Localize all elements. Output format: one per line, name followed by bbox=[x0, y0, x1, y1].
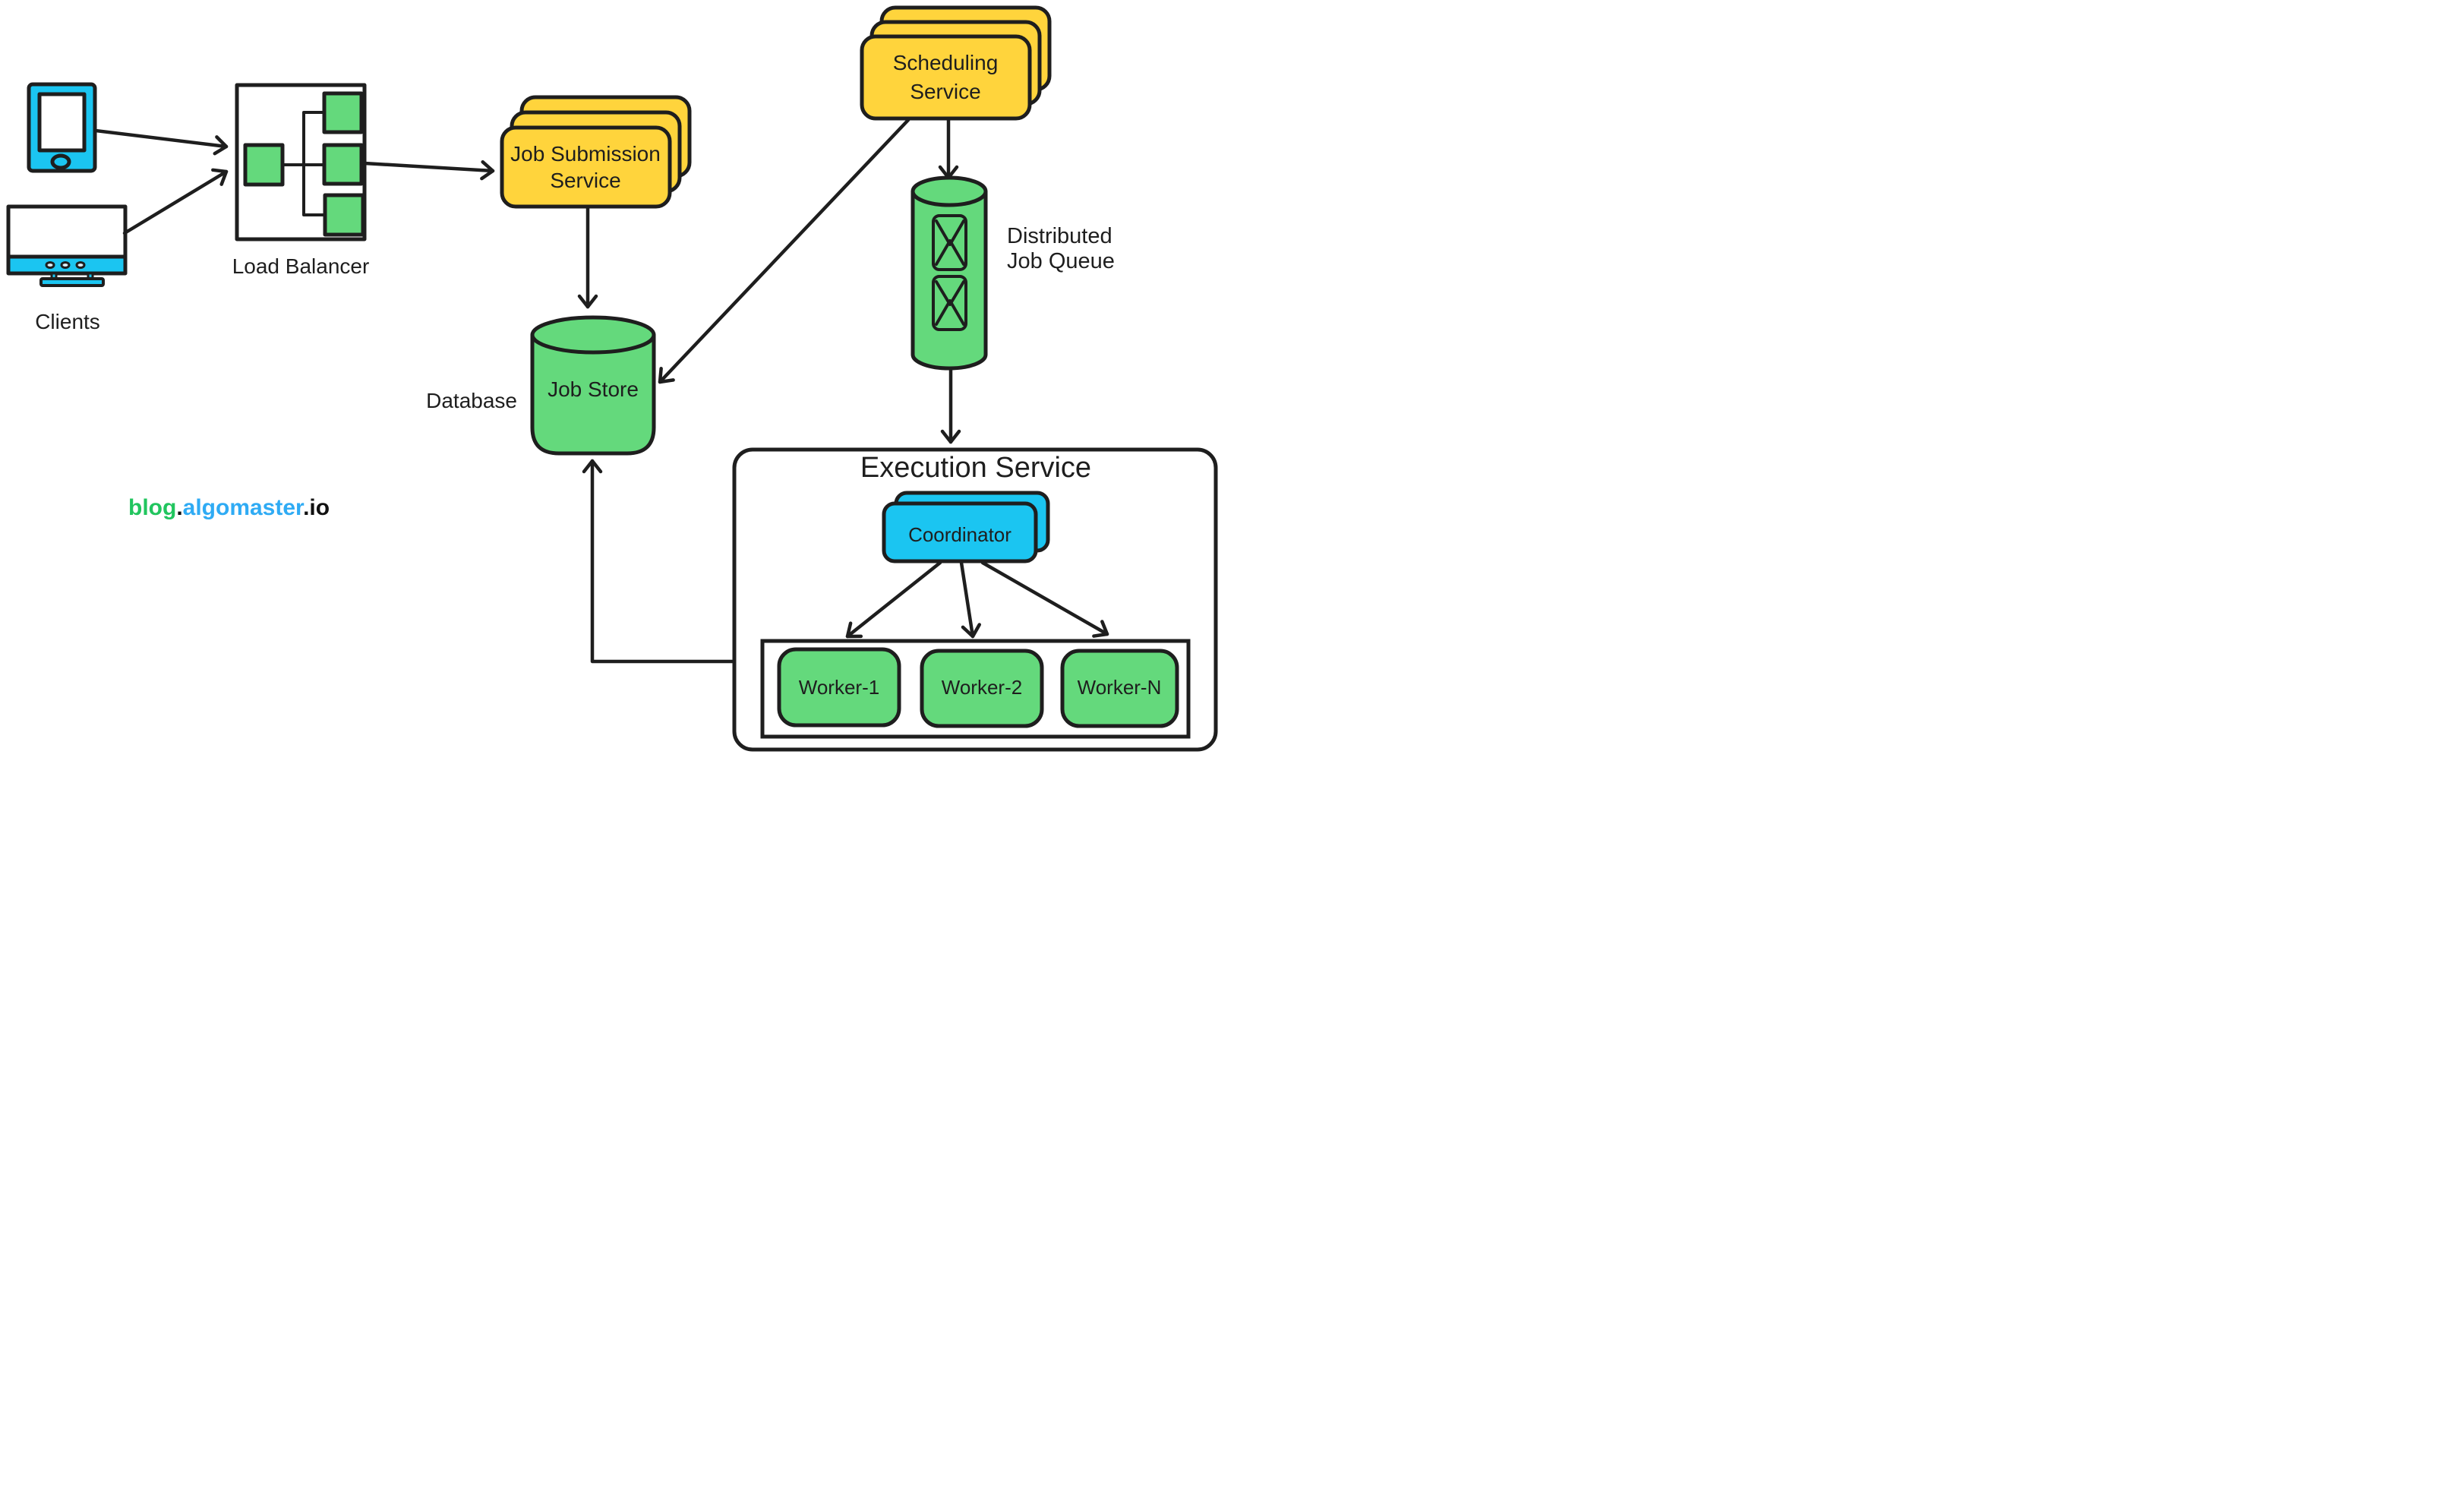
lb-node-square bbox=[322, 143, 364, 186]
branding-dot: . bbox=[303, 495, 309, 520]
tablet-screen bbox=[37, 92, 87, 153]
job-store-cylinder-body bbox=[530, 333, 656, 456]
worker-2-box bbox=[920, 649, 1044, 728]
clients-group: Clients bbox=[6, 82, 128, 333]
execution-service-group: Execution Service Coordinator Worker-1 W… bbox=[732, 447, 1218, 752]
lb-node-square bbox=[243, 143, 285, 187]
load-balancer-group: Load Balancer bbox=[232, 83, 370, 278]
job-submission-label-line1: Job Submission bbox=[510, 142, 661, 166]
monitor-base bbox=[39, 277, 105, 287]
arrow-lb-to-job-submission bbox=[362, 159, 495, 181]
arrow-coordinator-to-worker-n bbox=[980, 560, 1109, 638]
arrow-scheduling-to-job-store bbox=[658, 118, 910, 384]
job-submission-service-box bbox=[500, 125, 672, 209]
monitor-dot bbox=[60, 261, 71, 269]
database-label: Database bbox=[426, 389, 517, 412]
job-store-label: Job Store bbox=[548, 377, 639, 401]
worker-n-box bbox=[1060, 649, 1179, 728]
worker-1-box bbox=[777, 647, 901, 728]
load-balancer-label: Load Balancer bbox=[232, 254, 370, 278]
coordinator-box bbox=[882, 501, 1038, 563]
queue-cylinder-body bbox=[910, 189, 988, 371]
job-queue-label-line1: Distributed bbox=[1007, 224, 1112, 248]
diagram-canvas: Clients Load Balancer Job Submission Ser… bbox=[0, 0, 1224, 756]
monitor-dot bbox=[45, 261, 55, 269]
job-store-group: Job Store Database bbox=[426, 315, 656, 456]
monitor-dot bbox=[75, 261, 86, 269]
worker-2-label: Worker-2 bbox=[942, 676, 1022, 699]
branding-io: io bbox=[309, 495, 330, 520]
clients-label: Clients bbox=[35, 310, 100, 333]
arrow-coordinator-to-worker-1 bbox=[845, 560, 942, 639]
scheduling-label-line1: Scheduling bbox=[893, 51, 999, 74]
arrow-tablet-to-lb bbox=[93, 128, 229, 156]
worker-box: Worker-1 bbox=[777, 647, 901, 728]
worker-1-label: Worker-1 bbox=[799, 676, 879, 699]
worker-n-label: Worker-N bbox=[1078, 676, 1162, 699]
queue-cylinder-top bbox=[910, 175, 988, 207]
worker-box: Worker-N bbox=[1060, 649, 1179, 728]
lb-node-square bbox=[323, 193, 365, 237]
worker-box: Worker-2 bbox=[920, 649, 1044, 728]
arrow-desktop-to-lb bbox=[122, 168, 229, 235]
job-submission-service-group: Job Submission Service bbox=[500, 95, 692, 209]
monitor-screen bbox=[6, 204, 128, 259]
execution-service-title: Execution Service bbox=[860, 452, 1091, 484]
job-queue-group: Distributed Job Queue bbox=[910, 175, 1115, 371]
desktop-icon bbox=[6, 204, 128, 287]
arrow-execution-to-job-store bbox=[582, 459, 736, 664]
lb-connector-lines bbox=[281, 111, 327, 216]
edges bbox=[93, 118, 1109, 664]
scheduling-label-line2: Service bbox=[910, 80, 980, 103]
job-store-cylinder-top bbox=[530, 315, 656, 355]
scheduling-service-box bbox=[860, 34, 1032, 121]
envelope-icon bbox=[932, 275, 967, 331]
coordinator-label: Coordinator bbox=[908, 523, 1011, 546]
branding-text: blog.algomaster.io bbox=[128, 495, 330, 520]
branding-dot: . bbox=[176, 495, 182, 520]
job-queue-label-line2: Job Queue bbox=[1007, 249, 1115, 273]
branding-blog: blog bbox=[128, 495, 176, 520]
scheduling-service-group: Scheduling Service bbox=[860, 5, 1052, 121]
envelope-icon bbox=[932, 214, 967, 271]
tablet-home-button bbox=[50, 153, 71, 170]
arrow-coordinator-to-worker-2 bbox=[959, 560, 981, 639]
tablet-icon bbox=[27, 82, 97, 173]
coordinator-group: Coordinator bbox=[882, 491, 1050, 563]
lb-node-square bbox=[322, 91, 364, 134]
job-submission-label-line2: Service bbox=[550, 169, 620, 192]
branding-algomaster: algomaster bbox=[183, 495, 305, 520]
